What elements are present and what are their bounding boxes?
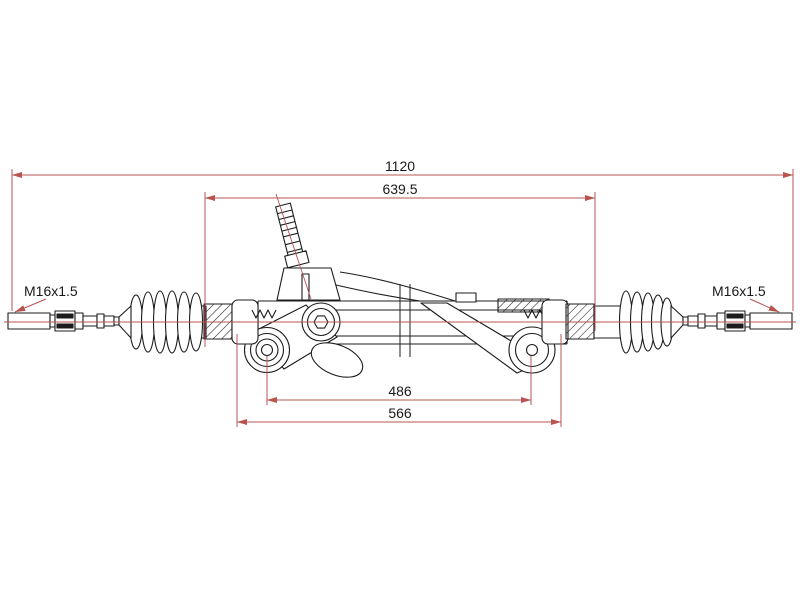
dimension-annotations: 1120 639.5 486 566 M16x1.5 [4, 158, 796, 427]
rack-assembly-artwork [7, 202, 793, 378]
left-tie-rod [7, 305, 132, 339]
dim-mount-span-label: 566 [388, 405, 412, 421]
dim-mount-span: 566 [236, 334, 562, 427]
dim-mount-hole-spacing-label: 486 [388, 383, 412, 399]
dim-overall-length: 1120 [11, 158, 794, 311]
callout-left-thread: M16x1.5 [14, 283, 78, 313]
dim-overall-length-label: 1120 [385, 158, 415, 174]
dim-inner-length: 639.5 [204, 181, 596, 347]
pinion-input-shaft [275, 202, 310, 269]
dim-mount-hole-spacing: 486 [266, 356, 532, 405]
centerlines [4, 193, 796, 323]
pinion-housing [276, 267, 456, 302]
right-thread-label: M16x1.5 [712, 283, 766, 299]
callout-right-thread: M16x1.5 [712, 283, 780, 313]
dim-inner-length-label: 639.5 [382, 181, 417, 197]
tube-break-lines [399, 284, 411, 357]
left-thread-label: M16x1.5 [24, 283, 78, 299]
